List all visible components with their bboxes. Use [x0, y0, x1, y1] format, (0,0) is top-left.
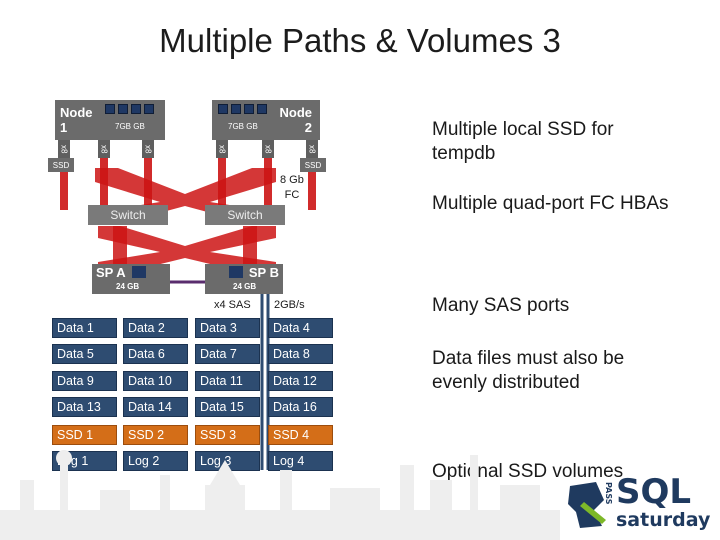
ssd-volume: SSD 1 — [52, 425, 117, 445]
sql-saturday-logo: PASS SQL saturday — [566, 474, 716, 536]
ssd-volume: SSD 3 — [195, 425, 260, 445]
log-volume: Log 1 — [52, 451, 117, 471]
data-volume: Data 6 — [123, 344, 188, 364]
data-volume: Data 3 — [195, 318, 260, 338]
cpu-icon — [118, 104, 128, 114]
switch-right: Switch — [205, 205, 285, 225]
logo-emblem-icon — [568, 482, 606, 528]
ssd-volume: SSD 2 — [123, 425, 188, 445]
page-title: Multiple Paths & Volumes 3 — [159, 22, 561, 59]
node-1-nic: x8 — [98, 140, 110, 158]
logo-word-sql: SQL — [616, 472, 692, 512]
cpu-icon — [218, 104, 228, 114]
bullet-4: Data files must also be evenly distribut… — [432, 348, 625, 393]
log-volume: Log 4 — [268, 451, 333, 471]
node-1-label: Node 1 — [60, 105, 93, 135]
data-volume: Data 13 — [52, 397, 117, 417]
cpu-icon — [105, 104, 115, 114]
data-volume: Data 16 — [268, 397, 333, 417]
logo-word-saturday: saturday — [616, 509, 711, 531]
node-2-memory: 7GB GB — [228, 122, 258, 131]
bandwidth-label: 2GB/s — [274, 299, 305, 311]
bullet-2: Multiple quad-port FC HBAs — [432, 193, 669, 214]
node-2-label: Node 2 — [279, 105, 313, 135]
node-1-nic: x8 — [58, 140, 70, 158]
node-2-ssd: SSD — [300, 158, 326, 172]
cpu-icon — [131, 104, 141, 114]
data-volume: Data 8 — [268, 344, 333, 364]
data-volume: Data 2 — [123, 318, 188, 338]
data-volume: Data 5 — [52, 344, 117, 364]
node-1-nic: x8 — [142, 140, 154, 158]
data-volume: Data 4 — [268, 318, 333, 338]
node-2-cpus — [218, 104, 267, 114]
bullet-1: Multiple local SSD for tempdb — [432, 119, 614, 164]
skyline-decoration — [0, 450, 560, 540]
node-1-ssd: SSD — [48, 158, 74, 172]
node-1-memory: 7GB GB — [115, 122, 145, 131]
storage-processor-a: SP A 24 GB — [92, 264, 170, 294]
data-volume: Data 12 — [268, 371, 333, 391]
sp-cpu-icon — [132, 266, 146, 278]
data-volume: Data 7 — [195, 344, 260, 364]
data-volume: Data 11 — [195, 371, 260, 391]
data-volume: Data 10 — [123, 371, 188, 391]
node-2-nic: x8 — [306, 140, 318, 158]
data-volume: Data 15 — [195, 397, 260, 417]
ssd-volume: SSD 4 — [268, 425, 333, 445]
logo-small-text: PASS — [604, 482, 613, 505]
node-2-nic: x8 — [216, 140, 228, 158]
log-volume: Log 2 — [123, 451, 188, 471]
bullet-5: Optional SSD volumes — [432, 461, 624, 482]
sas-label: x4 SAS — [214, 299, 251, 311]
data-volume: Data 9 — [52, 371, 117, 391]
switch-left: Switch — [88, 205, 168, 225]
node-2-nic: x8 — [262, 140, 274, 158]
node-2: Node 2 7GB GB — [212, 100, 320, 140]
data-volume: Data 14 — [123, 397, 188, 417]
cpu-icon — [257, 104, 267, 114]
cpu-icon — [231, 104, 241, 114]
node-1-cpus — [105, 104, 154, 114]
data-volume: Data 1 — [52, 318, 117, 338]
cpu-icon — [144, 104, 154, 114]
storage-processor-b: SP B 24 GB — [205, 264, 283, 294]
node-1: Node 1 7GB GB — [55, 100, 165, 140]
sp-cpu-icon — [229, 266, 243, 278]
cpu-icon — [244, 104, 254, 114]
fc-cross-lower — [98, 226, 276, 274]
bullet-3: Many SAS ports — [432, 295, 570, 316]
